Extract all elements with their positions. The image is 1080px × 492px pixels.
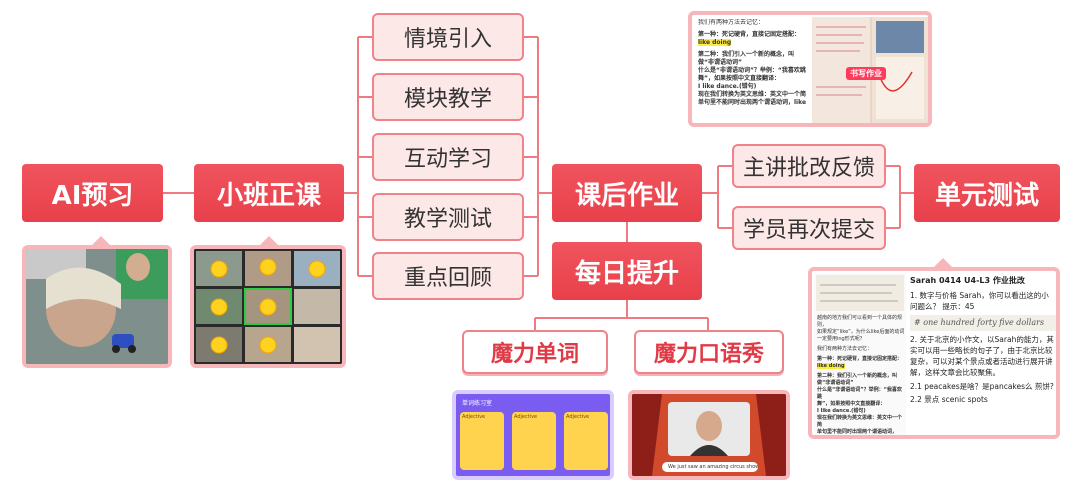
step-interactive-learning: 互动学习 bbox=[372, 133, 524, 181]
step-key-review: 重点回顾 bbox=[372, 252, 524, 300]
grading-small-text: 越南的地方我们可以看到一个具体的规则， 如果规定“like”，为什么like后面… bbox=[817, 315, 905, 435]
daily-improve-node: 每日提升 bbox=[552, 242, 702, 300]
ai-preview-photo bbox=[22, 245, 172, 368]
grading-card: 越南的地方我们可以看到一个具体的规则， 如果规定“like”，为什么like后面… bbox=[808, 267, 1060, 439]
word-card: Adjective bbox=[564, 412, 608, 470]
grading-item: 2.2 景点 scenic spots bbox=[910, 395, 988, 404]
grading-title: Sarah 0414 U4-L3 作业批改 bbox=[910, 276, 1025, 285]
words-app-header: 单词练习室 bbox=[462, 400, 493, 407]
card-pointer bbox=[934, 258, 952, 267]
step-teaching-test: 教学测试 bbox=[372, 193, 524, 241]
handwriting-photo bbox=[816, 275, 904, 311]
grading-item: 2.1 peacakes是啥？是pancakes么 煎饼? bbox=[910, 382, 1054, 391]
homework-photos: 书写作业 bbox=[812, 17, 928, 123]
homework-card: 我们有两种方法去记忆： 第一种：死记硬背，直接记固定搭配： like doing… bbox=[688, 11, 932, 127]
homework-badge: 书写作业 bbox=[846, 67, 886, 80]
class-video-grid bbox=[190, 245, 346, 368]
magic-words-node: 魔力单词 bbox=[462, 330, 608, 374]
step-student-resubmit: 学员再次提交 bbox=[732, 206, 886, 250]
ai-preview-node: AI预习 bbox=[22, 164, 163, 222]
grading-right-panel: Sarah 0414 U4-L3 作业批改 1. 数字与价格 Sarah，你可以… bbox=[910, 275, 1056, 435]
grading-left-panel: 越南的地方我们可以看到一个具体的规则， 如果规定“like”，为什么like后面… bbox=[814, 273, 906, 435]
magic-words-app: 单词练习室 Adjective Adjective Adjective bbox=[452, 390, 614, 480]
grading-item: 2. 关于北京的小作文，以Sarah的能力，其实可以用一些略长的句子了，由于北京… bbox=[910, 335, 1054, 377]
card-pointer bbox=[92, 236, 110, 245]
small-class-node: 小班正课 bbox=[194, 164, 344, 222]
homework-node: 课后作业 bbox=[552, 164, 702, 222]
speaking-subtitle: We just saw an amazing circus show! bbox=[662, 462, 758, 472]
homework-text: 我们有两种方法去记忆： 第一种：死记硬背，直接记固定搭配： like doing… bbox=[698, 19, 807, 106]
word-card: Adjective bbox=[460, 412, 504, 470]
word-card: Adjective bbox=[512, 412, 556, 470]
handwriting-snippet: # one hundred forty five dollars bbox=[910, 315, 1056, 331]
card-pointer bbox=[260, 236, 278, 245]
magic-speaking-node: 魔力口语秀 bbox=[634, 330, 784, 374]
grading-item: 1. 数字与价格 Sarah，你可以看出这的小问题么？ 提示：45 bbox=[910, 291, 1049, 311]
magic-speaking-app: We just saw an amazing circus show! bbox=[628, 390, 790, 480]
step-scenario-intro: 情境引入 bbox=[372, 13, 524, 61]
unit-test-node: 单元测试 bbox=[914, 164, 1060, 222]
step-teacher-feedback: 主讲批改反馈 bbox=[732, 144, 886, 188]
step-module-teaching: 模块教学 bbox=[372, 73, 524, 121]
